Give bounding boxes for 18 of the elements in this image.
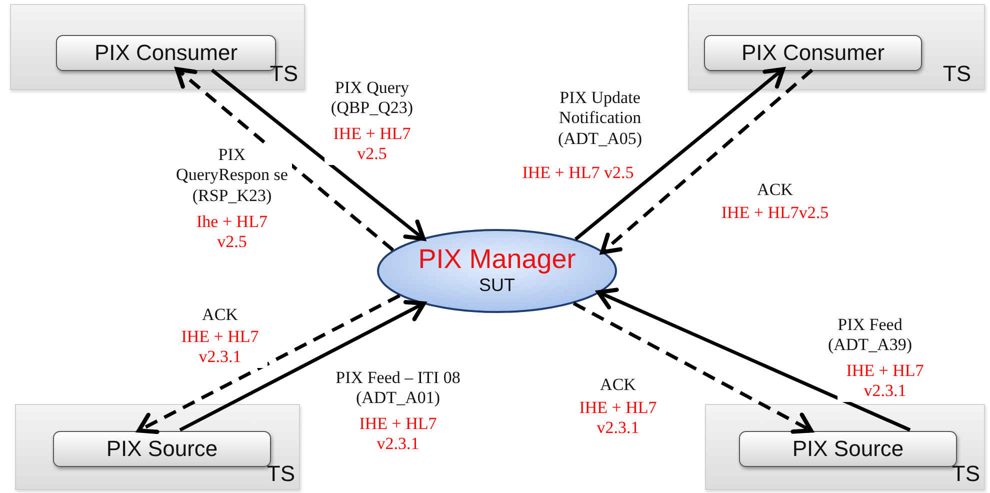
actor-button: PIX Consumer [704, 35, 922, 71]
actor-button: PIX Source [739, 431, 957, 467]
node-subtitle: SUT [479, 275, 515, 297]
arrow [574, 67, 786, 241]
dashed-arrow [136, 294, 400, 434]
dashed-arrow [174, 67, 394, 252]
arrow [596, 288, 911, 432]
dashed-arrow [572, 302, 814, 434]
system-panel [15, 404, 300, 490]
dashed-arrow [600, 68, 814, 254]
system-panel [688, 4, 985, 90]
system-panel [705, 404, 985, 490]
system-panel [10, 4, 305, 90]
arrow [179, 300, 426, 432]
panel-label: TS [942, 63, 971, 85]
node-title: PIX Manager [418, 245, 576, 276]
actor-button: PIX Source [53, 431, 271, 467]
arrow [210, 68, 426, 241]
